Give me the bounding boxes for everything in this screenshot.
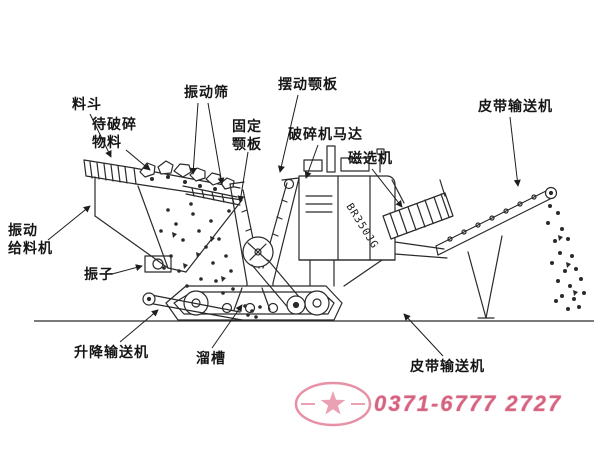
crusher-drawing	[229, 177, 300, 296]
falling-material-chute	[243, 304, 262, 319]
label-magnetic-separator: 磁选机	[348, 150, 393, 166]
label-chute: 溜槽	[196, 350, 226, 366]
flywheel-drawing	[242, 236, 306, 315]
label-vibrating-screen: 振动筛	[184, 84, 229, 100]
feeder-drawing	[83, 159, 243, 273]
watermark-logo	[294, 381, 372, 427]
label-vibrating-feeder: 振动 给料机	[8, 222, 53, 256]
falling-material-screen	[159, 202, 235, 295]
vibrator-drawing	[144, 255, 172, 273]
label-vibrator: 振子	[84, 266, 114, 282]
label-belt-conveyor-top: 皮带输送机	[478, 98, 553, 114]
label-belt-conveyor-bottom: 皮带输送机	[410, 358, 485, 374]
star-icon	[320, 391, 346, 415]
discharge-conveyor-drawing	[435, 186, 558, 319]
label-fixed-jaw-plate: 固定 颚板	[232, 118, 262, 152]
lifting-conveyor-drawing	[142, 292, 243, 321]
chute-drawing	[233, 287, 271, 311]
label-material-to-crush: 待破碎 物料	[92, 116, 137, 150]
magnetic-separator-drawing	[382, 179, 454, 240]
label-lifting-conveyor: 升降输送机	[74, 344, 149, 360]
hopper-material-drawing	[139, 160, 235, 191]
label-crusher-motor: 破碎机马达	[288, 126, 363, 142]
label-hopper: 料斗	[72, 96, 102, 112]
engine-housing-drawing: BR350JG	[298, 145, 448, 287]
leader-arrows	[47, 94, 521, 357]
vibrating-screen-drawing	[182, 185, 241, 206]
label-swing-jaw-plate: 摆动颚板	[278, 76, 338, 92]
watermark-phone: 0371-6777 2727	[374, 391, 563, 416]
falling-material-discharge	[546, 204, 586, 311]
